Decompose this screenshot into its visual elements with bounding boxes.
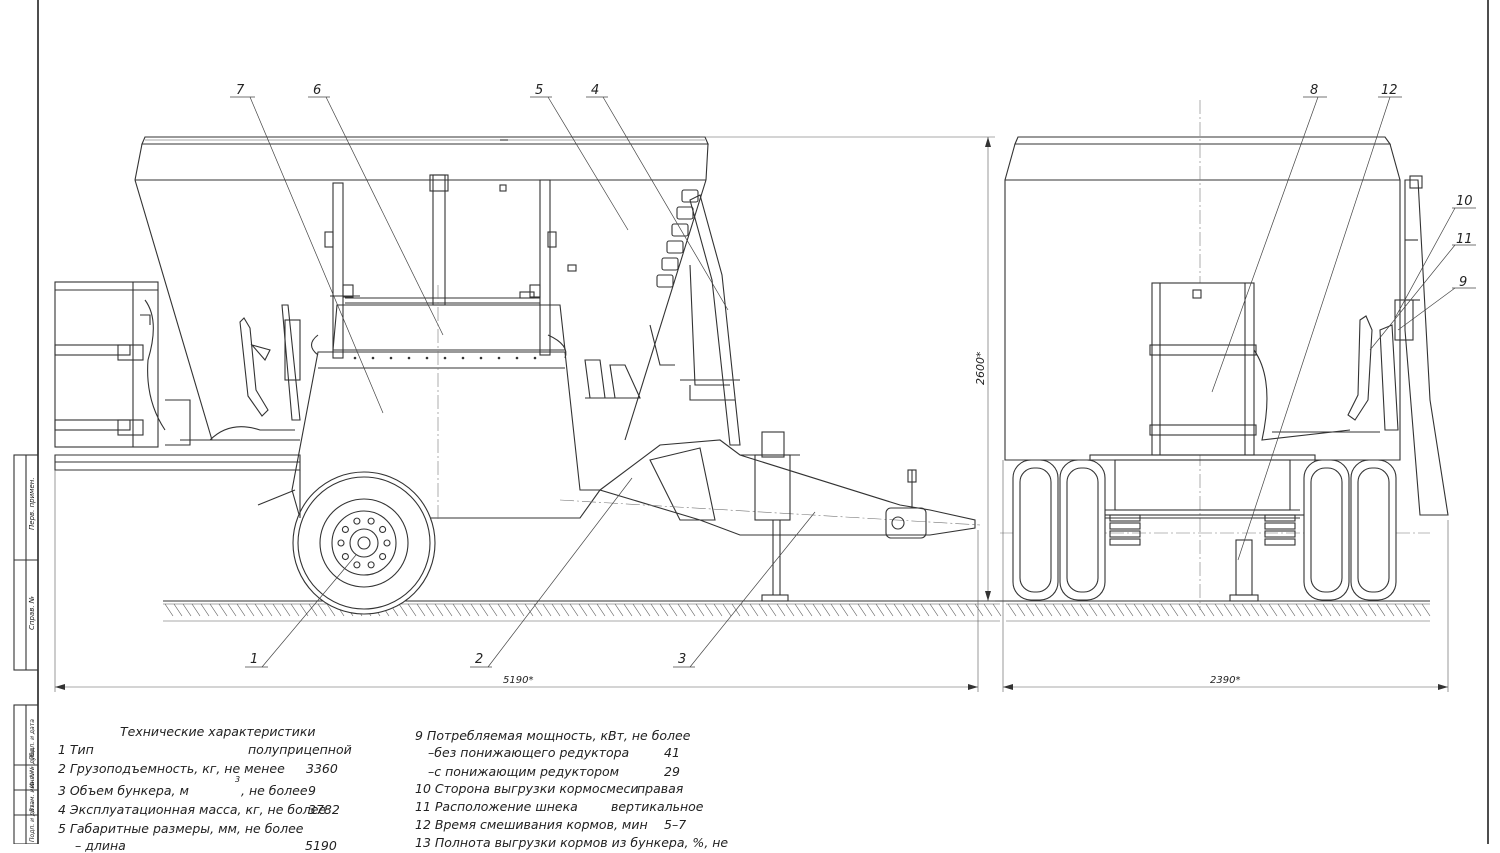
spec-left-5-label: 5 Габаритные размеры, мм, не более xyxy=(58,821,304,836)
stamp-label-1: Справ. № xyxy=(28,596,36,630)
stamp-label-0: Перв. примен. xyxy=(28,477,36,530)
length-dimension: 5190* xyxy=(503,675,533,686)
callouts: 7 6 5 4 8 12 10 11 9 1 xyxy=(230,83,1476,668)
rear-right-wheels xyxy=(1303,459,1397,601)
callout-7: 7 xyxy=(236,83,245,98)
rear-chute xyxy=(1404,179,1449,516)
stamp-label-2: Подп. и дата xyxy=(29,719,36,760)
spec-left-6-label: – длина xyxy=(75,838,126,853)
stamp-label-5: Подп. и дата xyxy=(29,801,36,842)
width-dimension: 2390* xyxy=(1210,675,1240,686)
side-stamp-column: Перв. примен. Справ. № Подп. и дата Инв.… xyxy=(13,454,39,845)
spec-left-4-label: 4 Эксплуатационная масса, кг, не более xyxy=(58,802,327,817)
spec-left-3-sup: 3 xyxy=(235,775,241,784)
rear-hopper-rim xyxy=(1014,136,1392,145)
hopper-left-slope xyxy=(134,179,213,441)
spec-left-1-label: 1 Тип xyxy=(58,742,94,757)
wheel xyxy=(292,471,436,615)
callout-8: 8 xyxy=(1310,83,1318,98)
discharge-chute xyxy=(689,194,741,446)
callout-12: 12 xyxy=(1381,83,1398,98)
callout-2: 2 xyxy=(475,652,483,667)
spec-right-12-value: 5–7 xyxy=(664,817,687,832)
callout-1: 1 xyxy=(250,652,258,667)
drawbar xyxy=(598,439,976,536)
hopper-rim xyxy=(141,136,709,145)
spec-right-11-value: вертикальное xyxy=(611,799,704,814)
spec-right-9b-label: –с понижающим редуктором xyxy=(428,764,620,779)
spec-left-2-label: 2 Грузоподъемность, кг, не менее xyxy=(58,761,285,776)
spec-right-10-value: правая xyxy=(637,781,684,796)
spec-right-13-label: 13 Полнота выгрузки кормов из бункера, %… xyxy=(415,835,729,850)
rear-left-wheels xyxy=(1012,459,1106,601)
stamp-label-3: Инв. № дубл. xyxy=(29,747,36,788)
side-view: 2600* 5190* xyxy=(54,136,1006,692)
hopper-right-slope xyxy=(624,179,707,441)
specs-title: Технические характеристики xyxy=(120,724,316,739)
spec-left-2-value: 3360 xyxy=(306,761,338,776)
spec-right-9a-label: –без понижающего редуктора xyxy=(428,745,630,760)
spec-right-11-label: 11 Расположение шнека xyxy=(415,799,578,814)
spec-right-12-label: 12 Время смешивания кормов, мин xyxy=(415,817,648,832)
mixer-mid-section xyxy=(332,304,566,351)
rear-tank xyxy=(1151,282,1255,456)
mixer-lower-body xyxy=(291,351,602,519)
rear-view: 2390* xyxy=(1000,100,1449,692)
spec-left-3-label-after: , не более xyxy=(241,783,308,798)
rear-axle-frame xyxy=(1089,454,1316,516)
spec-left-3-value: 9 xyxy=(308,783,316,798)
spec-left-6-value: 5190 xyxy=(305,838,337,853)
spec-left-4-value: 3782 xyxy=(308,802,340,817)
callout-4: 4 xyxy=(591,83,599,98)
callout-3: 3 xyxy=(678,652,686,667)
spec-left-3-label: 3 Объем бункера, м xyxy=(58,783,189,798)
oil-tank xyxy=(54,281,159,448)
height-dimension: 2600* xyxy=(974,351,987,385)
spec-right-10-label: 10 Сторона выгрузки кормосмеси xyxy=(415,781,639,796)
ground-hatch xyxy=(163,603,1002,622)
stamp-label-4: Взам. инв. № xyxy=(29,771,36,812)
callout-11: 11 xyxy=(1456,232,1473,247)
callout-9: 9 xyxy=(1459,275,1467,290)
rear-hopper-body xyxy=(1004,179,1401,461)
callout-10: 10 xyxy=(1456,194,1473,209)
spec-right-9a-value: 41 xyxy=(664,745,680,760)
callout-6: 6 xyxy=(313,83,321,98)
spec-right-9-label: 9 Потребляемая мощность, кВт, не более xyxy=(415,728,691,743)
callout-5: 5 xyxy=(535,83,543,98)
spec-left-1-value: полуприцепной xyxy=(248,742,352,757)
spec-right-9b-value: 29 xyxy=(664,764,680,779)
